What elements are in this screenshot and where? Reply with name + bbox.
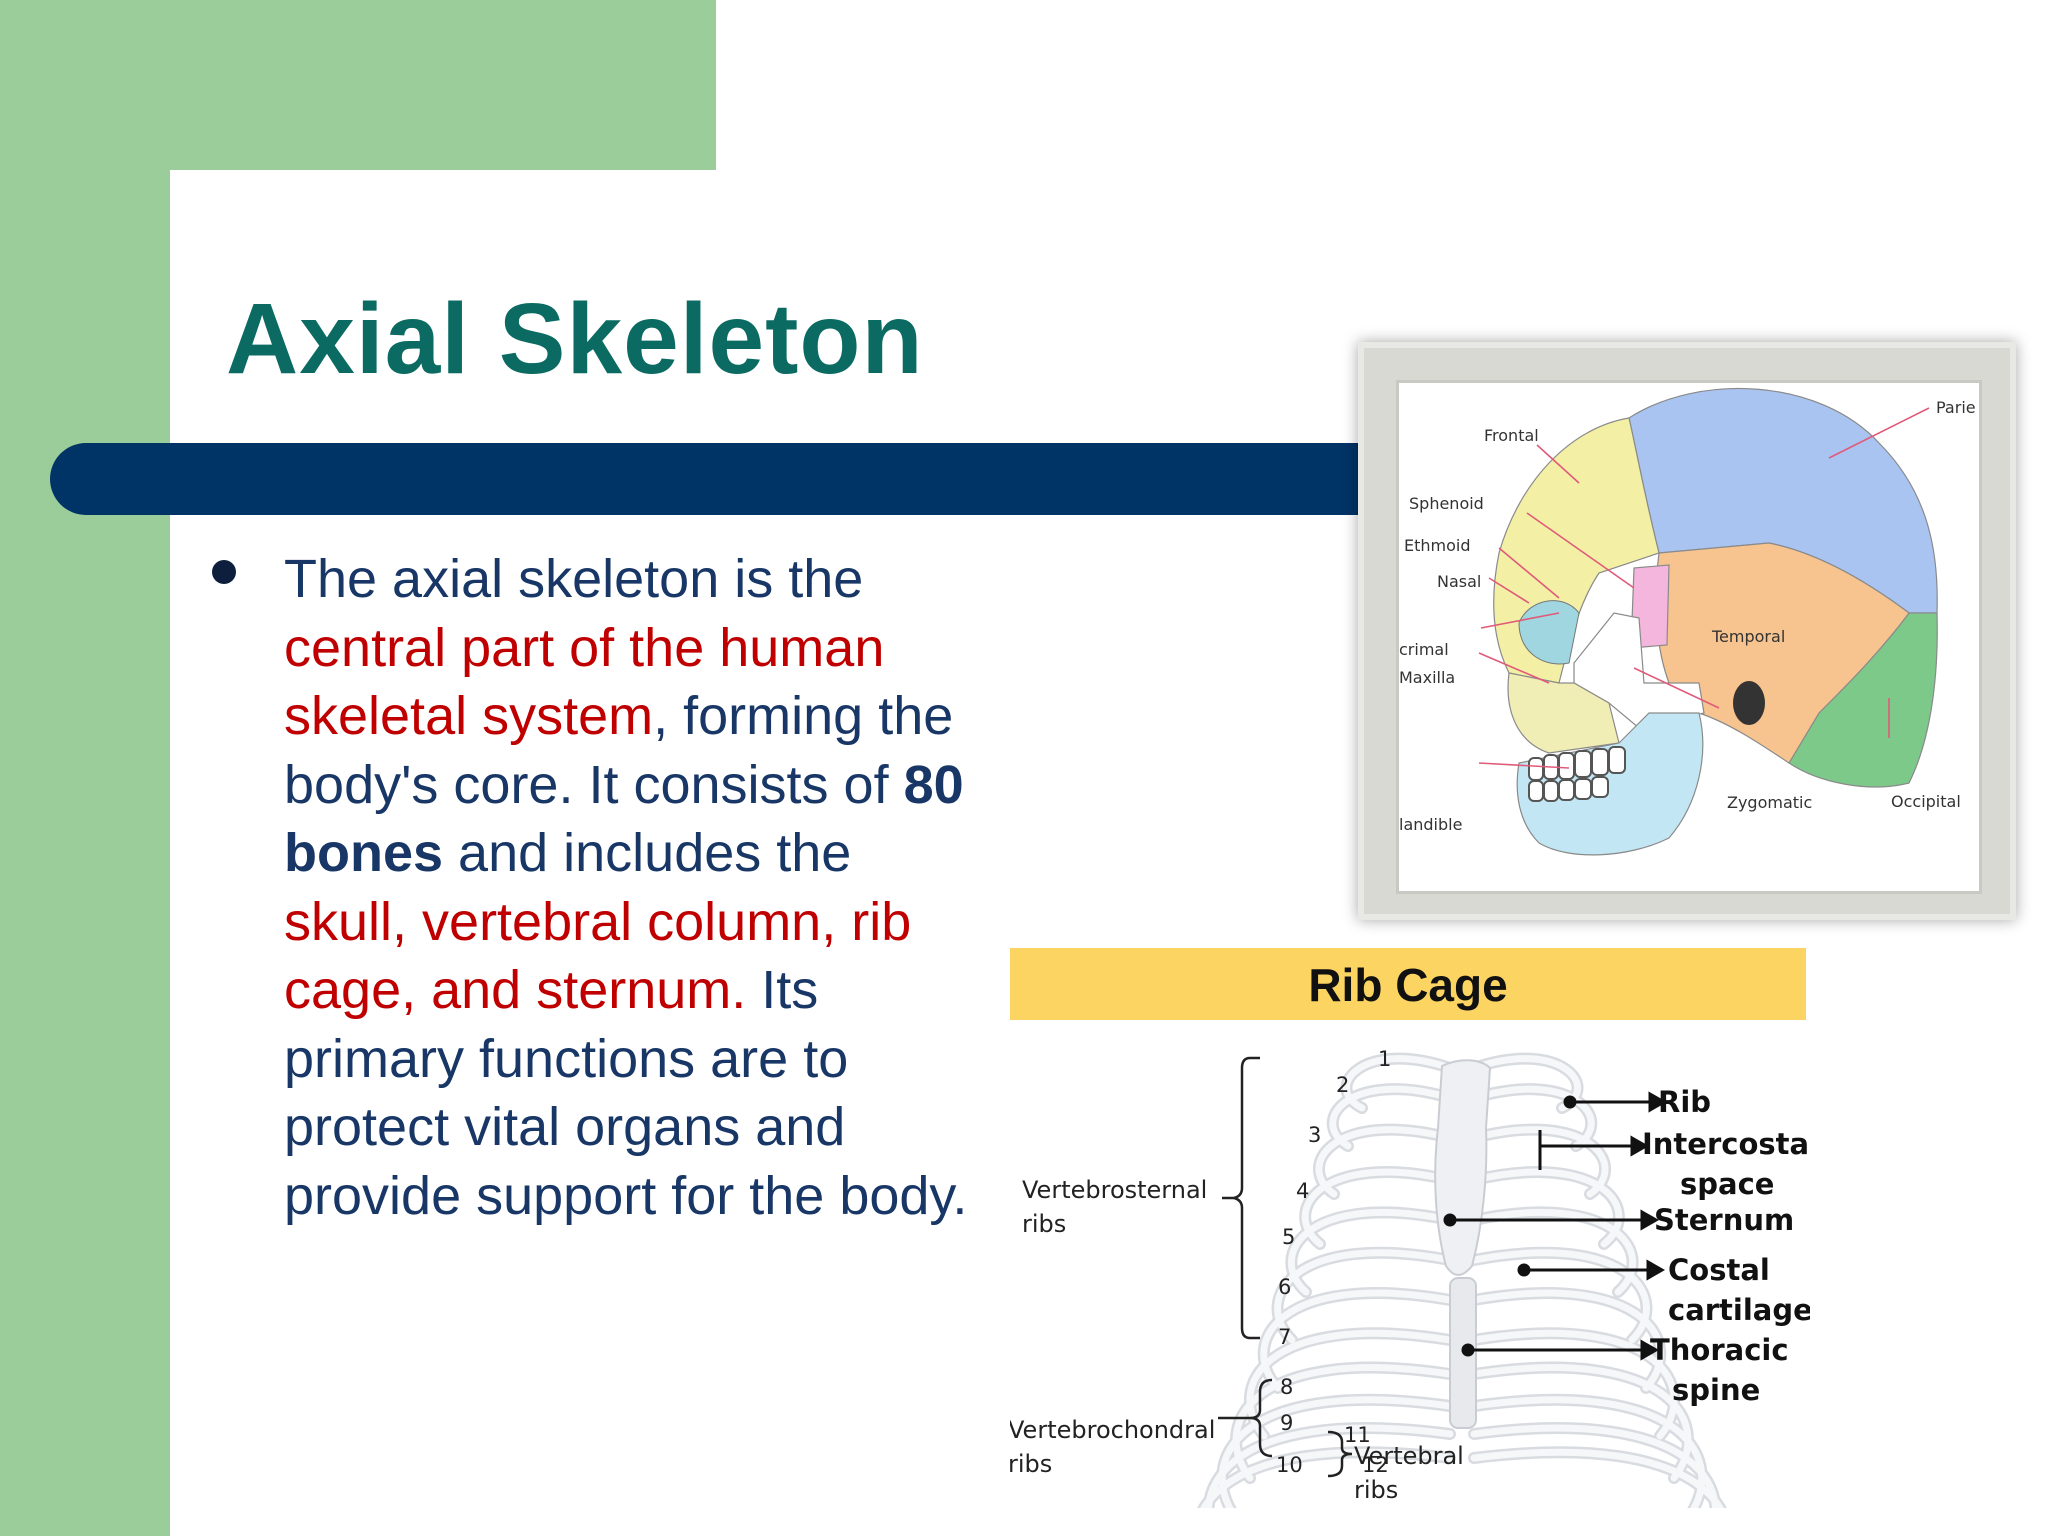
rib-number-9: 9 <box>1280 1411 1293 1435</box>
temporal-label: Temporal <box>1711 627 1785 646</box>
occipital-label: Occipital <box>1891 792 1961 811</box>
vertebral-label: Vertebral <box>1354 1442 1464 1470</box>
title-underline-bar <box>50 443 1420 515</box>
rib-number-11: 11 <box>1344 1423 1371 1447</box>
vertebrochondral-label: Vertebrochondral <box>1010 1416 1215 1444</box>
rib-number-7: 7 <box>1278 1325 1291 1349</box>
frontal-label: Frontal <box>1484 426 1539 445</box>
lacrimal-label: crimal <box>1399 640 1449 659</box>
rib-8-R <box>1470 1329 1678 1440</box>
rib-8-L <box>1246 1329 1454 1440</box>
vertebrosternal-bracket <box>1233 1056 1260 1340</box>
bullet-paragraph: The axial skeleton is the central part o… <box>284 545 984 1230</box>
callout-intercostal-2: space <box>1680 1167 1774 1201</box>
callout-costal: Costal <box>1668 1253 1770 1287</box>
rib-number-1: 1 <box>1378 1047 1391 1071</box>
ribs-highlight <box>1200 1055 1724 1508</box>
paragraph-run-red: skull, vertebral column, rib cage, and s… <box>284 891 912 1021</box>
zygomatic-label: Zygomatic <box>1727 793 1812 812</box>
rib-cage-figure: Rib Cage Vertebrosternal ribs Vertebroch… <box>1010 948 1810 1508</box>
vertebral-label-2: ribs <box>1354 1476 1398 1504</box>
mandible-bone-region <box>1516 712 1704 856</box>
rib-12-L <box>1200 1448 1454 1508</box>
rib-cage-title: Rib Cage <box>1308 959 1508 1011</box>
rib-number-3: 3 <box>1308 1123 1321 1147</box>
callout-thoracic: Thoracic <box>1650 1333 1789 1367</box>
bullet-icon <box>212 560 236 584</box>
rib-number-6: 6 <box>1278 1275 1291 1299</box>
maxilla-label: Maxilla <box>1399 668 1455 687</box>
rib-2-L <box>1329 1085 1454 1150</box>
rib-number-4: 4 <box>1296 1179 1309 1203</box>
callout-rib: Rib <box>1658 1085 1711 1119</box>
rib-number-5: 5 <box>1282 1225 1295 1249</box>
ear-canal-icon <box>1733 681 1765 725</box>
rib-12-R <box>1470 1448 1724 1508</box>
skull-picture-frame: Frontal Sphenoid Ethmoid Nasal crimal Ma… <box>1358 342 2016 920</box>
paragraph-run-normal: and includes the <box>443 823 852 883</box>
maxilla-bone-region <box>1507 672 1620 754</box>
paragraph-run-bold: 80 bones <box>284 754 964 884</box>
paragraph-run-normal: The axial skeleton is the <box>284 549 864 609</box>
skull-diagram: Frontal Sphenoid Ethmoid Nasal crimal Ma… <box>1396 380 1982 894</box>
callout-costal-2: cartilage <box>1668 1293 1810 1327</box>
rib-number-2: 2 <box>1336 1073 1349 1097</box>
mandible-label: landible <box>1399 815 1462 834</box>
ethmoid-label: Ethmoid <box>1404 536 1471 555</box>
parietal-label: Parie <box>1936 398 1976 417</box>
nasal-label: Nasal <box>1437 572 1481 591</box>
paragraph-run-red: central part of the human skeletal syste… <box>284 617 885 747</box>
vertebral-bracket <box>1327 1430 1353 1478</box>
green-band-top <box>0 0 716 170</box>
rib-3-L <box>1315 1126 1454 1198</box>
paragraph-run-normal: , forming the body's core. It consists o… <box>284 686 954 815</box>
rib-11-R <box>1470 1424 1719 1508</box>
rib-10-L <box>1218 1396 1454 1508</box>
orbit-icon <box>1518 600 1580 665</box>
rib-number-8: 8 <box>1280 1375 1293 1399</box>
rib-11-L <box>1205 1424 1454 1508</box>
paragraph-run-normal: Its primary functions are to protect vit… <box>284 960 968 1226</box>
leader-lines <box>1478 407 1930 769</box>
callout-intercostal: Intercostal <box>1642 1127 1810 1161</box>
sternum-illustration <box>1434 1059 1492 1276</box>
callout-arrows <box>1443 1091 1668 1361</box>
temporal-bone-region <box>1655 542 1910 764</box>
rib-cage-header <box>1010 948 1806 1020</box>
vertebrosternal-label: Vertebrosternal <box>1022 1176 1207 1204</box>
green-band-left <box>0 0 170 1536</box>
slide-title: Axial Skeleton <box>226 283 924 395</box>
rib-10-R <box>1470 1396 1706 1508</box>
rib-7-L <box>1260 1289 1454 1392</box>
callout-thoracic-2: spine <box>1672 1373 1760 1407</box>
rib-number-12: 12 <box>1362 1453 1389 1477</box>
vertebrochondral-label-2: ribs <box>1010 1450 1052 1478</box>
rib-7-R <box>1470 1289 1664 1392</box>
sphenoid-label: Sphenoid <box>1409 494 1484 513</box>
vertebrosternal-label-2: ribs <box>1022 1210 1066 1238</box>
callout-sternum: Sternum <box>1654 1203 1794 1237</box>
rib-number-10: 10 <box>1276 1453 1303 1477</box>
teeth-icon <box>1528 746 1626 802</box>
rib-3-R <box>1470 1126 1609 1198</box>
